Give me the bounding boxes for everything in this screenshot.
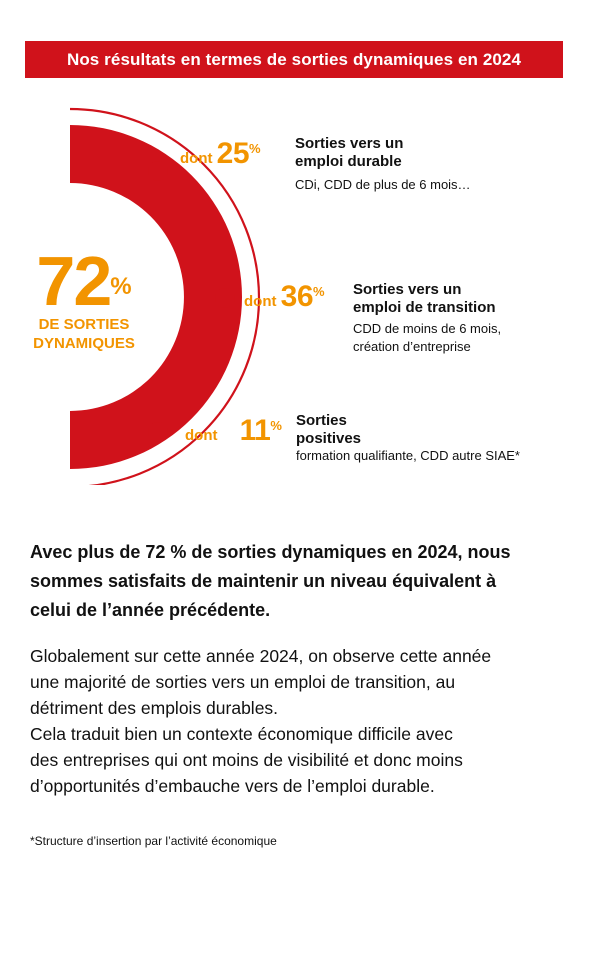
category-title-line1: Sorties vers un (353, 281, 462, 298)
category-desc-line1: CDi, CDD de plus de 6 mois… (295, 177, 471, 192)
dot-positives (148, 422, 168, 442)
category-title-line2: emploi durable (295, 153, 402, 170)
summary-bold-paragraph: Avec plus de 72 % de sorties dynamiques … (30, 538, 575, 625)
total-label-line2: DYNAMIQUES (33, 335, 135, 352)
category-title-positives: Sorties positives (296, 412, 361, 448)
total-block: 72% DE SORTIES DYNAMIQUES (14, 246, 154, 353)
category-title-durable: Sorties vers un emploi durable (295, 135, 403, 171)
total-percentage: 72% (14, 246, 154, 316)
category-title-line2: emploi de transition (353, 299, 496, 316)
share-positives: dont 11% (185, 414, 282, 448)
share-value: 25 (216, 137, 250, 170)
body-line: une majorité de sorties vers un emploi d… (30, 672, 456, 692)
category-desc-line1: CDD de moins de 6 mois, (353, 321, 502, 336)
total-label: DE SORTIES DYNAMIQUES (14, 315, 154, 353)
category-desc-transition: CDD de moins de 6 mois, création d’entre… (353, 320, 501, 356)
body-line: des entreprises qui ont moins de visibil… (30, 750, 463, 770)
category-title-line1: Sorties (296, 412, 347, 429)
thin-arc (69, 107, 261, 485)
red-half-ring (70, 125, 242, 469)
total-value: 72 (36, 242, 112, 320)
category-desc-line1: formation qualifiante, CDD autre SIAE* (296, 448, 520, 463)
category-title-line2: positives (296, 430, 362, 447)
summary-line: celui de l’année précédente. (30, 600, 271, 620)
body-line: Globalement sur cette année 2024, on obs… (30, 646, 492, 666)
footnote: *Structure d’insertion par l’activité éc… (30, 834, 277, 848)
share-value: 36 (280, 280, 314, 313)
results-diagram (69, 107, 261, 485)
body-paragraph: Globalement sur cette année 2024, on obs… (30, 643, 575, 799)
dot-durable (148, 161, 168, 181)
banner-title: Nos résultats en termes de sorties dynam… (66, 50, 522, 69)
body-line: d’opportunités d’embauche vers de l’empl… (30, 776, 435, 796)
share-prefix: dont (185, 427, 218, 444)
share-transition: dont 36% (244, 280, 325, 314)
category-title-transition: Sorties vers un emploi de transition (353, 281, 496, 317)
title-banner: Nos résultats en termes de sorties dynam… (25, 41, 563, 78)
body-line: Cela traduit bien un contexte économique… (30, 724, 453, 744)
share-prefix: dont (180, 150, 213, 167)
share-prefix: dont (244, 293, 277, 310)
body-line: détriment des emplois durables. (30, 698, 279, 718)
summary-line: sommes satisfaits de maintenir un niveau… (30, 571, 497, 591)
category-desc-line2: création d’entreprise (353, 339, 471, 354)
dot-transition (215, 288, 235, 308)
total-label-line1: DE SORTIES (38, 316, 130, 333)
share-unit: % (313, 284, 325, 299)
category-desc-durable: CDi, CDD de plus de 6 mois… (295, 176, 471, 194)
share-durable: dont 25% (180, 137, 261, 171)
category-title-line1: Sorties vers un (295, 135, 404, 152)
summary-line: Avec plus de 72 % de sorties dynamiques … (30, 542, 511, 562)
category-desc-positives: formation qualifiante, CDD autre SIAE* (296, 447, 520, 465)
share-unit: % (249, 141, 261, 156)
total-unit: % (110, 273, 132, 300)
share-unit: % (270, 418, 282, 433)
share-value: 11 (239, 414, 271, 447)
